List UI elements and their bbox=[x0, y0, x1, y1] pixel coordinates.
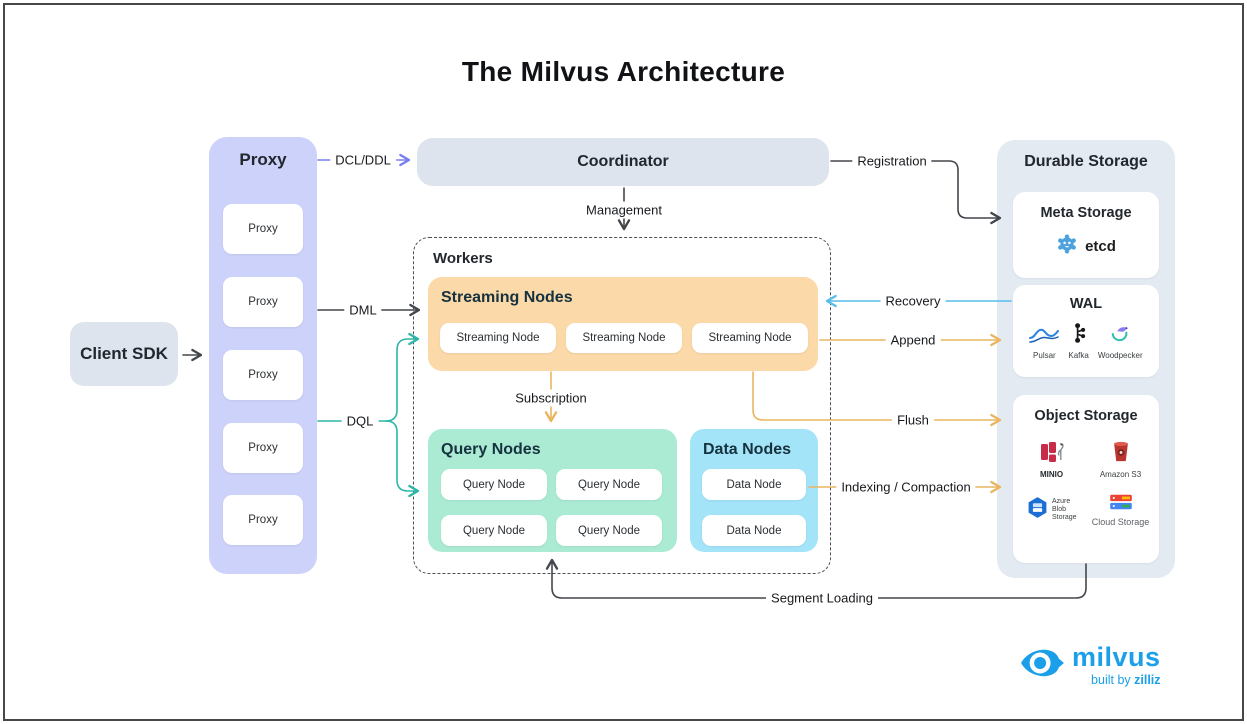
azure-blob-item: Azure Blob Storage bbox=[1017, 493, 1086, 527]
proxy-panel: Proxy Proxy Proxy Proxy Proxy Proxy bbox=[209, 137, 317, 574]
query-nodes-title: Query Nodes bbox=[441, 441, 541, 458]
edge-label-segment-loading: Segment Loading bbox=[766, 589, 878, 607]
edge-label-flush: Flush bbox=[892, 411, 934, 429]
query-node: Query Node bbox=[441, 469, 547, 500]
meta-storage-title: Meta Storage bbox=[1040, 205, 1132, 221]
azure-blob-label: Azure Blob Storage bbox=[1052, 497, 1077, 522]
data-node: Data Node bbox=[702, 515, 806, 546]
streaming-nodes-title: Streaming Nodes bbox=[441, 289, 573, 306]
proxy-node: Proxy bbox=[223, 277, 303, 327]
wal-box: WAL Pulsar bbox=[1013, 285, 1159, 377]
cloud-storage-item: Cloud Storage bbox=[1086, 493, 1155, 527]
data-nodes-title: Data Nodes bbox=[703, 441, 792, 458]
milvus-tagline: built by zilliz bbox=[1091, 673, 1161, 687]
minio-item: MINIO bbox=[1017, 440, 1086, 479]
edge-label-append: Append bbox=[885, 331, 941, 349]
cloud-storage-icon bbox=[1109, 493, 1133, 516]
data-node: Data Node bbox=[702, 469, 806, 500]
minio-icon bbox=[1038, 440, 1066, 469]
client-sdk-box: Client SDK bbox=[70, 322, 178, 386]
meta-storage-box: Meta Storage etcd bbox=[1013, 192, 1159, 278]
pulsar-label: Pulsar bbox=[1033, 351, 1056, 360]
proxy-node: Proxy bbox=[223, 423, 303, 473]
azure-blob-icon bbox=[1026, 496, 1049, 524]
edge-label-dcl-ddl: DCL/DDL bbox=[330, 151, 396, 169]
edge-label-subscription: Subscription bbox=[510, 389, 592, 407]
data-nodes-panel: Data Nodes Data Node Data Node bbox=[690, 429, 818, 552]
streaming-nodes-panel: Streaming Nodes Streaming Node Streaming… bbox=[428, 277, 818, 371]
amazon-s3-label: Amazon S3 bbox=[1099, 470, 1142, 479]
wal-title: WAL bbox=[1069, 296, 1103, 312]
query-node: Query Node bbox=[556, 515, 662, 546]
query-node: Query Node bbox=[556, 469, 662, 500]
pulsar-icon bbox=[1029, 326, 1060, 349]
woodpecker-icon bbox=[1108, 324, 1132, 349]
etcd-label: etcd bbox=[1085, 237, 1116, 255]
workers-title: Workers bbox=[433, 250, 493, 267]
durable-storage-panel: Durable Storage Meta Storage etcd bbox=[997, 140, 1175, 578]
milvus-logo: milvus built by zilliz bbox=[1019, 643, 1161, 688]
edge-label-dql: DQL bbox=[341, 412, 379, 430]
streaming-node: Streaming Node bbox=[440, 323, 556, 353]
proxy-node: Proxy bbox=[223, 204, 303, 254]
minio-label: MINIO bbox=[1039, 470, 1064, 479]
page-title: The Milvus Architecture bbox=[461, 56, 786, 87]
object-storage-box: Object Storage bbox=[1013, 395, 1159, 563]
query-node: Query Node bbox=[441, 515, 547, 546]
proxy-node: Proxy bbox=[223, 495, 303, 545]
kafka-icon bbox=[1071, 322, 1086, 349]
streaming-node: Streaming Node bbox=[692, 323, 808, 353]
object-storage-title: Object Storage bbox=[1034, 408, 1138, 424]
etcd-icon bbox=[1056, 233, 1078, 259]
woodpecker-label: Woodpecker bbox=[1097, 351, 1143, 360]
milvus-eye-icon bbox=[1019, 643, 1065, 688]
edge-label-indexing-compaction: Indexing / Compaction bbox=[836, 478, 976, 496]
edge-label-management: Management bbox=[581, 201, 667, 219]
edge-label-dml: DML bbox=[344, 301, 382, 319]
proxy-panel-title: Proxy bbox=[239, 150, 287, 169]
amazon-s3-item: Amazon S3 bbox=[1086, 440, 1155, 479]
durable-storage-title: Durable Storage bbox=[1024, 153, 1148, 170]
query-nodes-panel: Query Nodes Query Node Query Node Query … bbox=[428, 429, 677, 552]
cloud-storage-label: Cloud Storage bbox=[1091, 517, 1150, 527]
streaming-node: Streaming Node bbox=[566, 323, 682, 353]
edge-label-recovery: Recovery bbox=[880, 292, 946, 310]
milvus-wordmark: milvus bbox=[1072, 642, 1161, 672]
kafka-label: Kafka bbox=[1068, 351, 1089, 360]
proxy-node: Proxy bbox=[223, 350, 303, 400]
amazon-s3-icon bbox=[1110, 440, 1132, 469]
edge-label-registration: Registration bbox=[852, 152, 932, 170]
coordinator-box: Coordinator bbox=[417, 138, 829, 186]
